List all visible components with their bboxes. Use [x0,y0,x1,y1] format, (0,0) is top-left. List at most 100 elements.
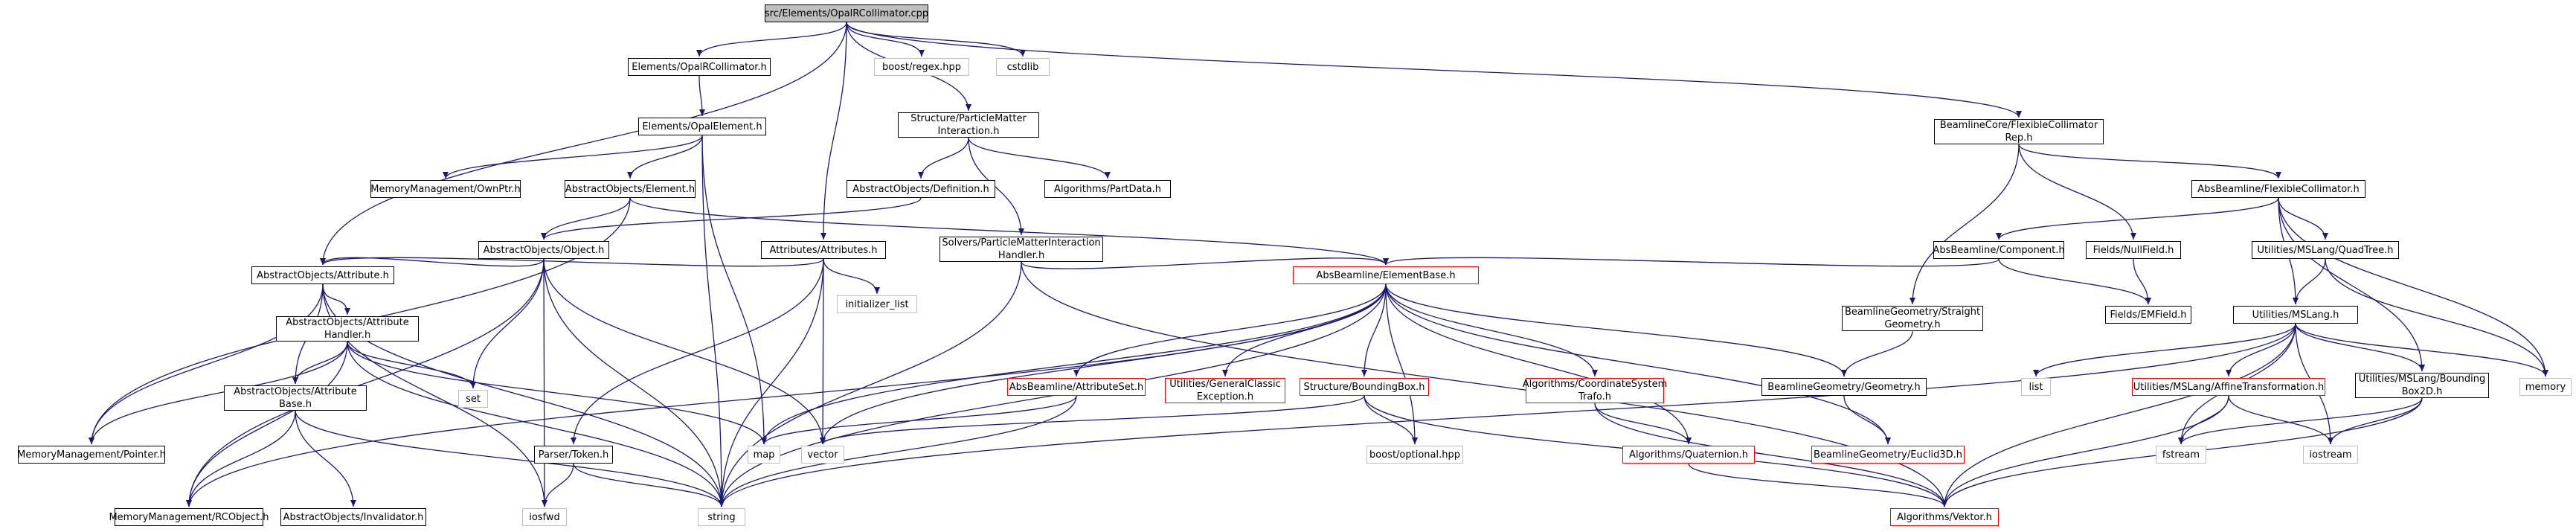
edge-quadtree-to-mslang [2293,258,2326,305]
edge-ao-attribute-to-mm-pointer [89,283,324,445]
node-elementbase[interactable]: AbsBeamline/ElementBase.h [1293,266,1479,284]
edge-opalelement-to-ao-element [627,135,703,179]
edge-attributes-to-string [719,258,824,507]
edge-root-to-opalrcoll-h [696,22,847,57]
edge-ao-element-to-ao-object [541,197,631,240]
edge-ao-attrhandler-to-mm-pointer [89,341,348,445]
edge-affine-to-iostream [2228,395,2334,445]
node-iosfwd[interactable]: iosfwd [522,508,567,526]
edge-spmih-to-string [719,261,1022,507]
edge-opalelement-to-ownptr [443,135,703,179]
edge-nullfield-to-emfield [2133,258,2151,305]
node-iostream[interactable]: iostream [2303,446,2358,464]
node-coordtrafo[interactable]: Algorithms/CoordinateSystem Trafo.h [1522,378,1668,403]
node-cstdlib[interactable]: cstdlib [996,58,1050,76]
edge-coordtrafo-to-vektor [1594,403,1947,507]
node-opalrcoll-h[interactable]: Elements/OpalRCollimator.h [628,58,771,76]
node-attributes[interactable]: Attributes/Attributes.h [761,241,886,259]
node-ao-element[interactable]: AbstractObjects/Element.h [565,180,696,198]
node-optional[interactable]: boost/optional.hpp [1366,446,1463,464]
edge-boundingbox-to-optional [1364,395,1418,445]
edge-elementbase-to-geometry [1385,283,1847,377]
node-emfield[interactable]: Fields/EMField.h [2105,306,2191,324]
edge-attributes-to-ao-attribute [320,257,824,267]
edge-ao-object-to-set [470,258,545,389]
node-component[interactable]: AbsBeamline/Component.h [1933,241,2065,259]
edge-quadtree-to-memory [2325,258,2548,377]
node-memory[interactable]: memory [2519,378,2572,396]
node-string[interactable]: string [698,508,745,526]
node-ao-object[interactable]: AbstractObjects/Object.h [478,241,609,259]
edge-root-to-attributes [820,22,847,240]
node-boundingbox[interactable]: Structure/BoundingBox.h [1300,378,1429,396]
edge-ao-object-to-vector [543,258,826,445]
node-set[interactable]: set [458,390,488,408]
node-flexrep[interactable]: BeamlineCore/FlexibleCollimator Rep.h [1934,119,2104,144]
node-partdata[interactable]: Algorithms/PartData.h [1044,180,1171,198]
node-ao-definition[interactable]: AbstractObjects/Definition.h [847,180,995,198]
edge-bbox2d-to-fstream [2178,397,2423,445]
edge-spmih-to-elementbase [1021,257,1389,269]
node-parser-token[interactable]: Parser/Token.h [534,446,613,464]
node-ownptr[interactable]: MemoryManagement/OwnPtr.h [370,180,521,198]
edge-elementbase-to-optional [1385,283,1418,445]
node-ao-attrbase[interactable]: AbstractObjects/Attribute Base.h [224,385,367,411]
node-quaternion[interactable]: Algorithms/Quaternion.h [1622,446,1755,464]
node-mm-rcobject[interactable]: MemoryManagement/RCObject.h [109,508,269,526]
node-ao-attrhandler[interactable]: AbstractObjects/Attribute Handler.h [276,316,419,342]
node-spmi[interactable]: Structure/ParticleMatter Interaction.h [898,112,1039,138]
edge-attributes-to-initlist [823,258,880,295]
edge-root-to-ao-attribute [320,22,847,266]
edge-parser-token-to-iosfwd [542,463,574,507]
node-nullfield[interactable]: Fields/NullField.h [2086,241,2181,259]
edge-elementbase-to-map [761,283,1387,445]
node-root[interactable]: src/Elements/OpalRCollimator.cpp [765,4,928,22]
node-straightgeom[interactable]: BeamlineGeometry/Straight Geometry.h [1842,306,1983,331]
edge-ao-attrhandler-to-map [347,341,767,445]
node-regex[interactable]: boost/regex.hpp [874,58,969,76]
node-spmih[interactable]: Solvers/ParticleMatterInteraction Handle… [939,237,1103,262]
node-geometry[interactable]: BeamlineGeometry/Geometry.h [1761,378,1927,396]
edge-mslang-to-list [2033,323,2296,377]
edge-spmi-to-partdata [968,137,1111,179]
node-initlist[interactable]: initializer_list [837,295,917,313]
node-map[interactable]: map [748,446,780,464]
node-mslang[interactable]: Utilities/MSLang.h [2233,306,2358,324]
edge-ao-attrbase-to-string [295,410,725,507]
node-ao-invalidator[interactable]: AbstractObjects/Invalidator.h [280,508,426,526]
edge-mslang-to-affine [2226,323,2296,377]
edge-straightgeom-to-geometry [1841,330,1913,377]
node-vektor[interactable]: Algorithms/Vektor.h [1890,508,1999,526]
node-attributeset[interactable]: AbsBeamline/AttributeSet.h [1007,378,1146,396]
edge-ao-element-to-elementbase [629,197,1389,266]
node-genexc[interactable]: Utilities/GeneralClassic Exception.h [1165,378,1285,403]
edge-mslang-to-bbox2d [2295,323,2425,372]
edge-mslang-to-memory [2295,323,2548,377]
edge-mslang-to-vektor [1941,323,2296,507]
node-mm-pointer[interactable]: MemoryManagement/Pointer.h [17,446,166,464]
edge-component-to-elementbase [1383,257,2000,267]
node-affine[interactable]: Utilities/MSLang/AffineTransformation.h [2132,378,2325,396]
node-ao-attribute[interactable]: AbstractObjects/Attribute.h [251,266,394,284]
node-fstream[interactable]: fstream [2156,446,2206,464]
node-bbox2d[interactable]: Utilities/MSLang/Bounding Box2D.h [2355,373,2489,398]
node-euclid3d[interactable]: BeamlineGeometry/Euclid3D.h [1811,446,1965,464]
edge-flexrep-to-nullfield [2018,144,2136,240]
node-opalelement[interactable]: Elements/OpalElement.h [638,118,766,135]
edge-elementbase-to-attributeset [1073,283,1387,377]
edge-ao-object-to-mm-rcobject [186,258,545,507]
edge-ao-attrhandler-to-mm-rcobject [186,341,348,507]
node-flexcoll[interactable]: AbsBeamline/FlexibleCollimator.h [2191,180,2365,198]
node-vector[interactable]: vector [801,446,844,464]
node-list[interactable]: list [2021,378,2051,396]
edge-opalelement-to-string [701,135,725,507]
node-quadtree[interactable]: Utilities/MSLang/QuadTree.h [2252,241,2399,259]
edge-affine-to-vektor [1941,395,2229,507]
edge-flexrep-to-flexcoll [2018,144,2281,179]
edge-elementbase-to-quaternion [1385,283,1692,445]
edge-flexcoll-to-bbox2d [2278,197,2425,372]
edge-elementbase-to-coordtrafo [1385,283,1598,377]
